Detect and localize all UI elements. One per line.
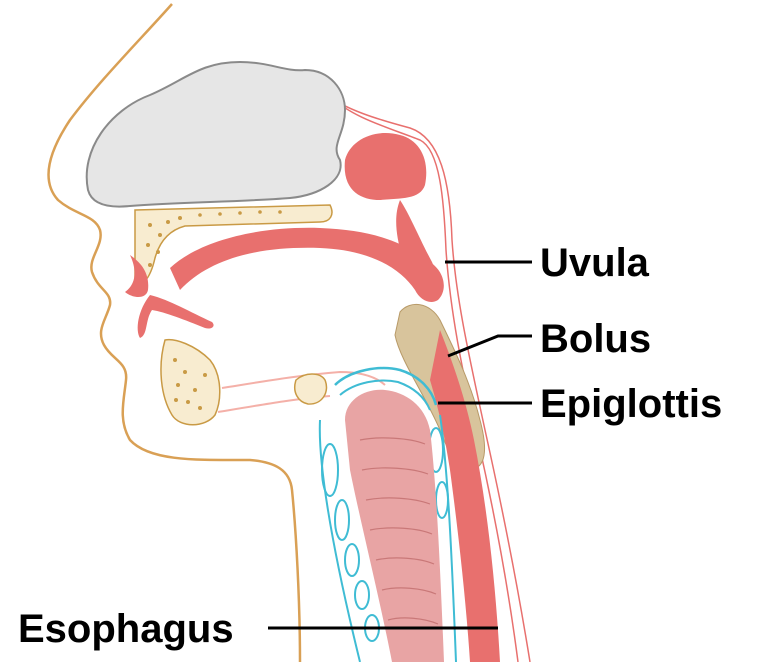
hyoid-bone — [295, 374, 327, 404]
esophagus-label: Esophagus — [18, 607, 234, 651]
mandible-bone — [161, 340, 220, 425]
bolus-leader-line — [448, 336, 532, 356]
bolus-label: Bolus — [540, 317, 651, 361]
uvula-label: Uvula — [540, 241, 650, 285]
lower-lip-muscle — [138, 295, 214, 338]
nasal-cavity — [87, 62, 345, 207]
uvula — [396, 200, 438, 300]
pharyngeal-tonsil — [345, 133, 427, 200]
epiglottis-label: Epiglottis — [540, 382, 722, 426]
